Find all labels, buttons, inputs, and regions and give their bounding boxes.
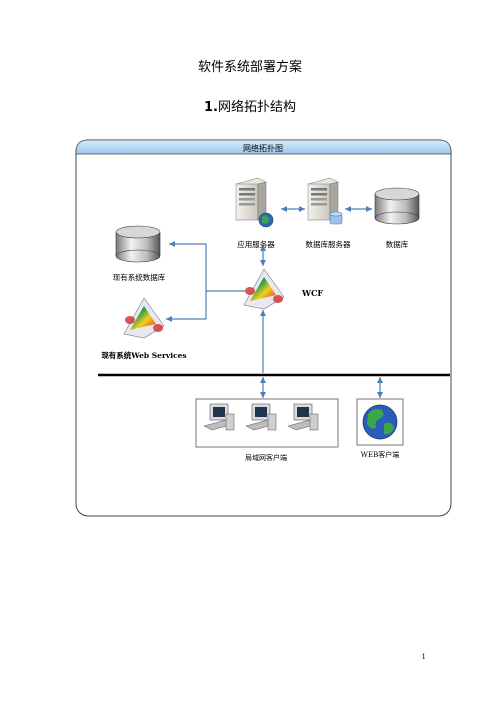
web-client-label: WEB客户端: [361, 450, 399, 459]
existing-db-cylinder-icon: [115, 225, 161, 263]
wcf-label: WCF: [301, 288, 323, 298]
db-server-icon: [307, 177, 343, 225]
existing-db-label: 现有系统数据库: [113, 272, 166, 282]
section-number: 1.: [204, 100, 218, 115]
database-label: 数据库: [386, 239, 409, 249]
globe-icon: [362, 404, 398, 440]
page-number: 1: [421, 653, 426, 661]
link-wcf-existing-systems: [169, 241, 245, 292]
database-cylinder-icon: [374, 187, 420, 225]
diagram-header-bar: [75, 139, 452, 155]
db-server-label: 数据库服务器: [306, 239, 351, 249]
app-server-icon: [235, 177, 274, 228]
lan-clients-label: 局域网客户端: [245, 453, 287, 462]
section-heading: 1.网络拓扑结构: [0, 96, 500, 115]
app-server-label: 应用服务器: [237, 239, 275, 249]
document-title: 软件系统部署方案: [197, 60, 302, 75]
existing-ws-label: 现有系统Web Services: [101, 350, 186, 360]
section-title: 网络拓扑结构: [217, 100, 296, 115]
diagram-header-label: 网络拓扑图: [243, 143, 283, 153]
